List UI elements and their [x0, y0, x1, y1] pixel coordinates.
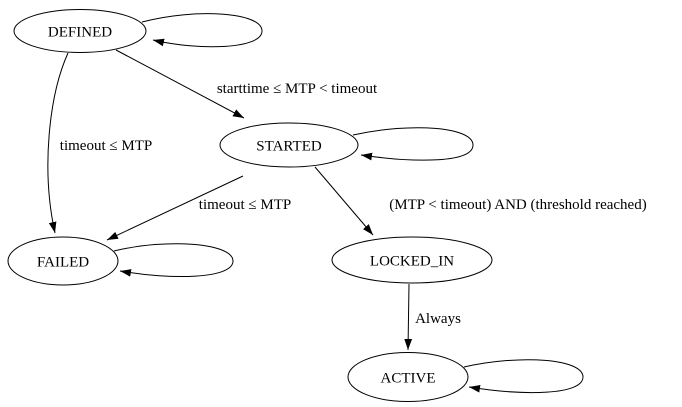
edge-defined-started-line [115, 49, 245, 119]
node-started-label: STARTED [256, 139, 322, 155]
self-loop-failed [113, 243, 234, 278]
edge-lockedin-active-line [404, 283, 413, 351]
edge-started-lockedin-label: (MTP < timeout) AND (threshold reached) [389, 197, 646, 213]
node-failed-label: FAILED [37, 255, 89, 271]
edge-defined-failed-line [47, 52, 69, 234]
self-loop-defined [141, 13, 263, 48]
node-failed: FAILED [7, 236, 119, 286]
edge-lockedin-active-label: Always [415, 311, 461, 327]
edge-started-failed-line [106, 175, 244, 241]
edge-defined-started: starttime ≤ MTP < timeout [115, 49, 378, 119]
self-loop-active [463, 359, 584, 394]
node-active-label: ACTIVE [381, 371, 436, 387]
node-defined-label: DEFINED [48, 25, 112, 41]
node-locked-in-label: LOCKED_IN [370, 254, 454, 270]
node-failed-shape [7, 236, 119, 286]
node-started: STARTED [219, 122, 359, 168]
edge-defined-started-label: starttime ≤ MTP < timeout [217, 81, 378, 97]
node-locked-in: LOCKED_IN [331, 236, 493, 284]
edge-started-lockedin-line [314, 166, 374, 236]
edge-started-failed: timeout ≤ MTP [106, 175, 291, 241]
edge-lockedin-active: Always [404, 283, 461, 351]
edge-started-lockedin: (MTP < timeout) AND (threshold reached) [314, 166, 647, 236]
node-defined: DEFINED [13, 9, 147, 53]
edge-started-failed-label: timeout ≤ MTP [199, 197, 291, 213]
node-active: ACTIVE [347, 352, 469, 402]
edge-defined-failed: timeout ≤ MTP [47, 52, 152, 234]
edge-defined-failed-label: timeout ≤ MTP [60, 138, 152, 154]
self-loop-started [352, 127, 474, 161]
node-started-shape [219, 122, 359, 168]
node-defined-shape [13, 9, 147, 53]
node-locked-in-shape [331, 236, 493, 284]
node-active-shape [347, 352, 469, 402]
